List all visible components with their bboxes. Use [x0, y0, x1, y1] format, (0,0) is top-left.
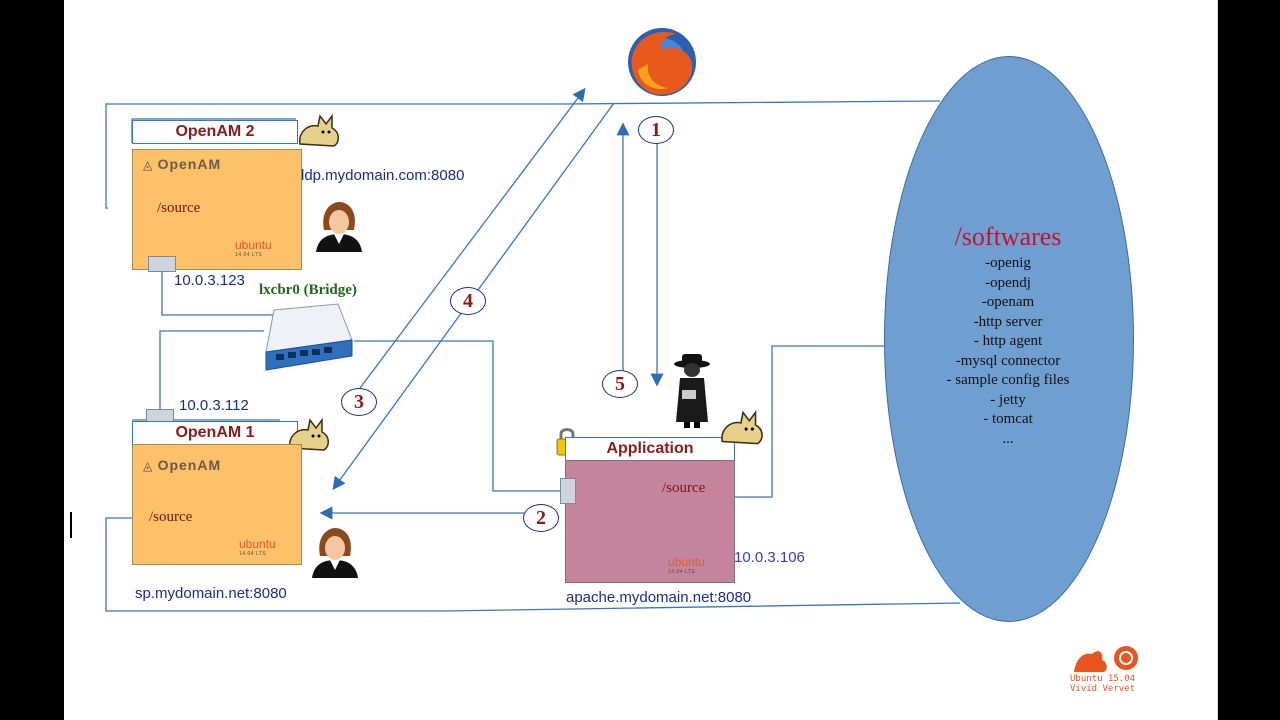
watermark-line1: Ubuntu 15.04 — [1070, 674, 1136, 684]
openam1-host: sp.mydomain.net:8080 — [135, 585, 287, 602]
openam1-source: /source — [149, 509, 193, 525]
arrow-3 — [359, 87, 586, 389]
openam-logo: ◬ OpenAM — [143, 156, 222, 172]
user-icon — [310, 526, 360, 578]
openam2-line — [105, 103, 564, 209]
software-item: -http server — [973, 313, 1043, 330]
openam2-ip: 10.0.3.123 — [174, 272, 245, 289]
app-port — [560, 478, 576, 504]
tomcat-icon — [284, 414, 334, 454]
spy-icon — [670, 352, 714, 428]
step-2: 2 — [523, 504, 559, 532]
openam1-line — [105, 517, 961, 612]
softwares-list: -openig -opendj -openam -http server - h… — [894, 254, 1122, 449]
openam-logo-icon: ◬ — [143, 158, 154, 172]
bridge-label: lxcbr0 (Bridge) — [259, 282, 357, 298]
software-item: ... — [1002, 430, 1014, 447]
app-ellipse-line — [732, 345, 884, 498]
app-host: apache.mydomain.net:8080 — [566, 589, 752, 606]
software-item: - jetty — [990, 391, 1026, 408]
ubuntu-vivid-watermark: Ubuntu 15.04 Vivid Vervet — [1070, 644, 1150, 694]
window-edge — [1217, 0, 1218, 720]
software-item: - tomcat — [983, 411, 1033, 427]
openam1-ip: 10.0.3.112 — [179, 397, 249, 414]
app-title: Application — [565, 437, 735, 461]
softwares-ellipse — [884, 56, 1134, 622]
step-1: 1 — [638, 116, 674, 144]
firefox-icon — [624, 24, 700, 100]
app-source: /source — [662, 480, 706, 496]
software-item: - http agent — [973, 333, 1043, 349]
openam2-host: ldp.mydomain.com:8080 — [301, 167, 465, 184]
app-ip: 10.0.3.106 — [734, 549, 805, 566]
openam2-source: /source — [157, 200, 201, 216]
software-item: -opendj — [985, 274, 1031, 291]
software-item: - sample config files — [946, 372, 1070, 388]
text-cursor — [70, 512, 72, 538]
software-item: -openig — [985, 255, 1031, 271]
step-4: 4 — [450, 287, 486, 315]
user-icon — [314, 200, 364, 252]
openam-logo-icon: ◬ — [143, 459, 154, 473]
connector-lines — [105, 87, 961, 612]
tomcat-icon — [716, 406, 768, 448]
softwares-title: /softwares — [954, 222, 1062, 251]
tomcat-icon — [294, 110, 344, 150]
openam2-port — [148, 256, 176, 272]
openam2-title: OpenAM 2 — [132, 120, 298, 144]
network-switch-icon — [260, 300, 356, 372]
openam-logo: ◬ OpenAM — [143, 457, 222, 473]
step-5: 5 — [602, 370, 638, 398]
software-item: -openam — [981, 294, 1035, 310]
openam1-title: OpenAM 1 — [132, 421, 298, 445]
step-3: 3 — [341, 388, 377, 416]
vervet-logo-icon — [1070, 644, 1150, 674]
watermark-line2: Vivid Vervet — [1070, 684, 1136, 694]
openam2-bridge-line — [161, 266, 304, 316]
software-item: -mysql connector — [955, 352, 1061, 369]
softwares-panel: /softwares -openig -opendj -openam -http… — [894, 222, 1122, 449]
bridge-app-line — [354, 340, 564, 492]
